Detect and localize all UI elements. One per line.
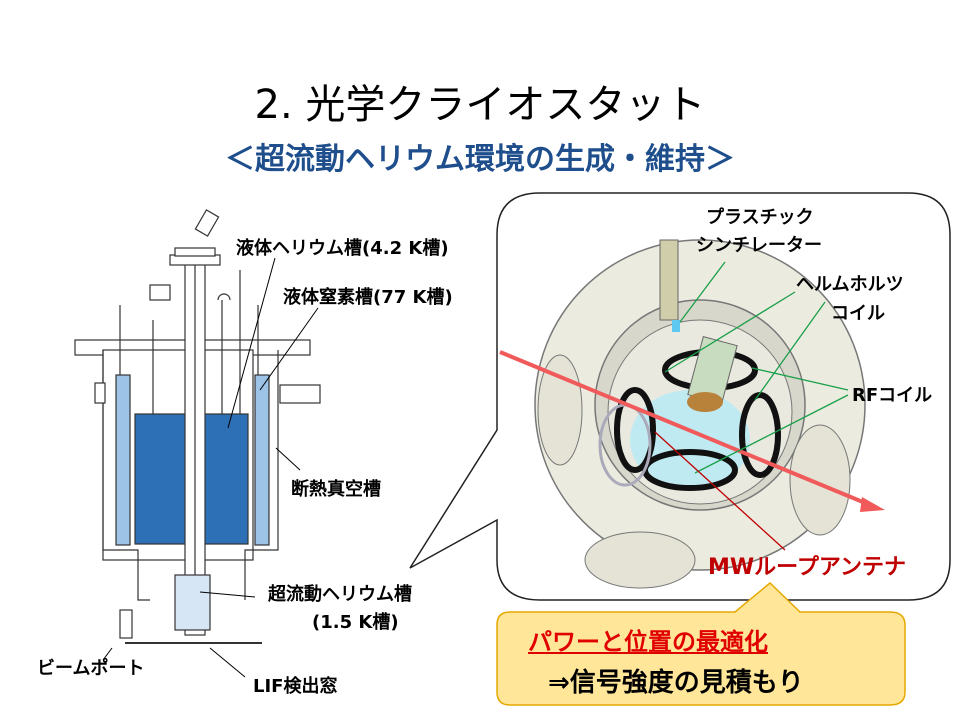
label-helmholtz: ヘルムホルツ xyxy=(796,274,904,295)
result-line-1: パワーと位置の最適化 xyxy=(528,628,768,656)
chamber-drawing xyxy=(499,239,885,589)
label-superfluid-temp: (1.5 K槽) xyxy=(312,612,399,633)
label-coil: コイル xyxy=(831,303,885,324)
label-vacuum-tank: 断熱真空槽 xyxy=(291,479,381,500)
label-lif-window: LIF検出窓 xyxy=(253,676,338,697)
result-callout-box xyxy=(496,581,906,706)
label-plastic: プラスチック xyxy=(706,207,814,228)
label-beam-port: ビームポート xyxy=(37,658,145,679)
label-superfluid-tank: 超流動ヘリウム槽 xyxy=(268,584,412,605)
label-liquid-helium-tank: 液体ヘリウム槽(4.2 K槽) xyxy=(236,238,449,259)
page-subtitle: ＜超流動ヘリウム環境の生成・維持＞ xyxy=(225,142,735,177)
cryostat-leader-lines xyxy=(102,257,319,678)
cryostat-drawing xyxy=(74,209,321,644)
page-title: 2. 光学クライオスタット xyxy=(254,82,706,128)
label-liquid-nitrogen-tank: 液体窒素槽(77 K槽) xyxy=(283,287,453,308)
label-rf-coil: RFコイル xyxy=(852,385,933,406)
chamber-leader-lines xyxy=(654,261,849,551)
result-line-2: ⇒信号強度の見積もり xyxy=(548,668,804,698)
label-scintillator: シンチレーター xyxy=(696,235,822,256)
label-mw-loop-antenna: MWループアンテナ xyxy=(708,555,906,580)
